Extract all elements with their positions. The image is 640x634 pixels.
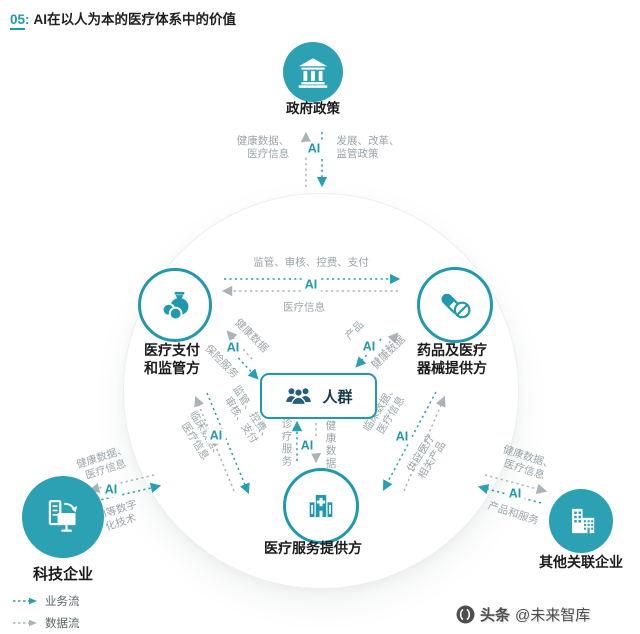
- watermark-handle: @未来智库: [515, 607, 591, 624]
- node-label-line: 医疗支付: [144, 342, 200, 358]
- bank-icon: [298, 58, 328, 88]
- node-government: [283, 42, 343, 102]
- ai-chip: AI: [359, 339, 379, 355]
- node-label-provider: 医疗服务提供方: [264, 540, 362, 556]
- node-label-other: 其他关联企业: [539, 554, 623, 570]
- node-label-line: 器械提供方: [417, 360, 487, 376]
- ai-chip: AI: [297, 438, 317, 454]
- title-number: 05: [10, 12, 26, 30]
- ai-chip: AI: [304, 141, 324, 157]
- node-label-payer: 医疗支付 和监管方: [144, 341, 200, 377]
- legend-business-flow: 业务流: [12, 590, 80, 612]
- flow-text: 监管政策: [336, 148, 379, 160]
- title-text: AI在以人为本的医疗体系中的价值: [33, 12, 237, 27]
- node-label-line: 和监管方: [144, 360, 200, 376]
- business-flow-arrow-icon: [13, 597, 37, 605]
- flow-label-payer-pharma-data: 医疗信息: [283, 301, 325, 314]
- page-title: 05:AI在以人为本的医疗体系中的价值: [10, 8, 237, 30]
- node-tech: [22, 476, 104, 558]
- node-other: [549, 489, 613, 553]
- watermark: 头条 @未来智库: [456, 604, 590, 625]
- legend-data-label: 数据流: [45, 618, 80, 630]
- node-provider: [283, 468, 359, 544]
- hospital-icon: [309, 494, 333, 518]
- node-label-tech: 科技企业: [32, 566, 94, 583]
- computer-icon: [48, 500, 78, 532]
- legend-data-flow: 数据流: [12, 612, 80, 634]
- ai-chip: AI: [206, 428, 226, 444]
- flow-label-other-biz: 产品和服务: [486, 499, 540, 528]
- node-people: 人群: [260, 373, 377, 419]
- flow-text: 医疗信息: [247, 148, 290, 160]
- flow-label-gov-biz: 发展、改革、 监管政策: [337, 135, 400, 161]
- ai-chip: AI: [301, 277, 321, 293]
- ai-chip: AI: [505, 486, 525, 502]
- node-label-pharma: 药品及医疗 器械提供方: [417, 341, 487, 377]
- watermark-brand: 头条: [480, 607, 511, 624]
- flow-text: 健康数据、: [236, 135, 290, 147]
- flow-label-payer-pharma-biz: 监管、审核、控费、支付: [253, 256, 369, 269]
- people-icon: [286, 388, 312, 406]
- pills-icon: [441, 293, 471, 319]
- ai-chip: AI: [392, 429, 412, 445]
- node-label-line: 药品及医疗: [417, 342, 487, 358]
- flow-label-people-provider-biz: 诊疗服务: [280, 418, 293, 468]
- node-label-government: 政府政策: [286, 101, 340, 116]
- watermark-logo-icon: [456, 605, 475, 624]
- flow-label-people-provider-data: 健康数据: [324, 420, 337, 470]
- ai-chip: AI: [101, 482, 121, 498]
- ai-chip: AI: [223, 340, 243, 356]
- flow-label-gov-data: 健康数据、 医疗信息: [237, 135, 290, 161]
- node-pharma: [417, 267, 493, 343]
- legend: 业务流 数据流: [12, 590, 80, 634]
- node-label-people: 人群: [322, 388, 353, 406]
- node-payer: [138, 268, 212, 342]
- legend-business-label: 业务流: [45, 596, 80, 608]
- money-bag-icon: [161, 291, 189, 321]
- flow-text: 发展、改革、: [336, 135, 400, 147]
- flow-label-other-data: 健康数据、 医疗信息: [497, 444, 555, 485]
- buildings-icon: [572, 508, 595, 534]
- title-colon: :: [25, 12, 30, 27]
- flow-label-tech-data: 健康数据、 医疗信息: [75, 444, 133, 485]
- data-flow-arrow-icon: [13, 619, 37, 627]
